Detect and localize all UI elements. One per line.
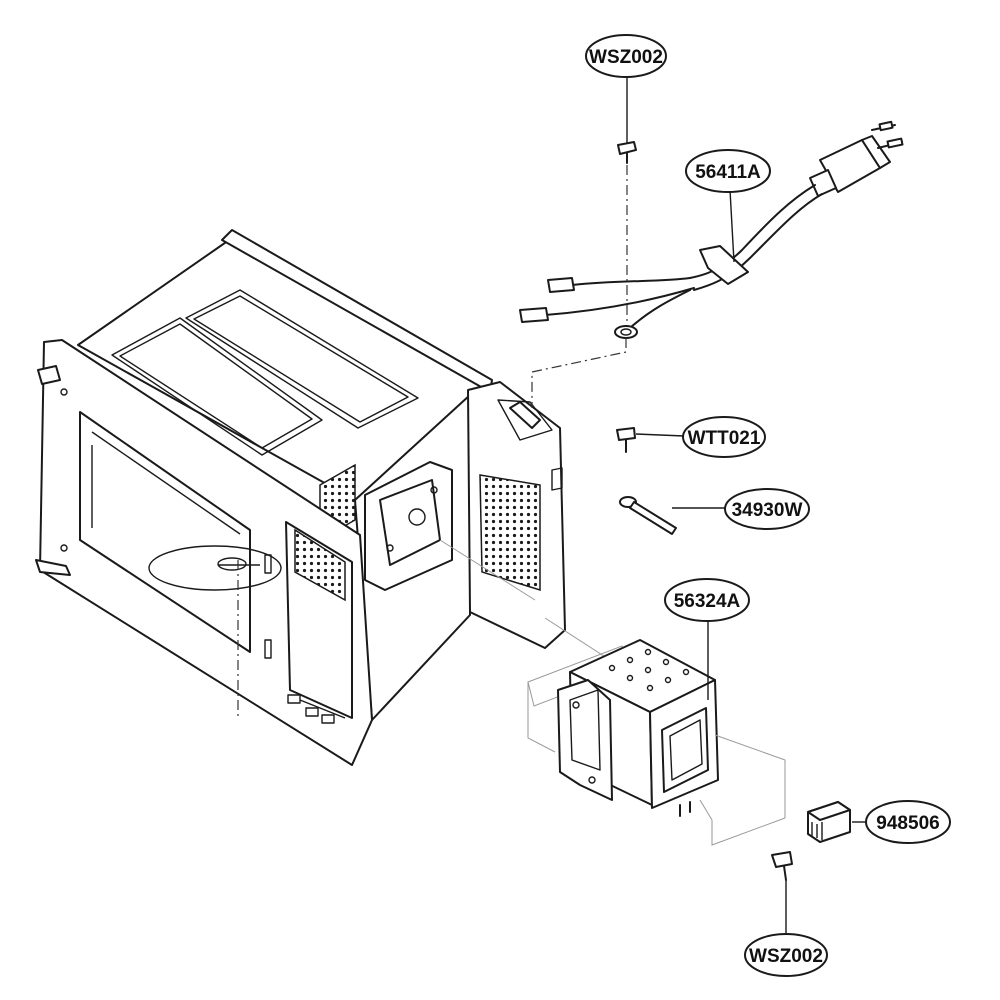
callout-34930w: 34930W <box>724 488 810 530</box>
ground-lead <box>619 496 677 535</box>
callout-948506: 948506 <box>865 800 951 844</box>
callout-wtt021: WTT021 <box>682 416 766 458</box>
power-cord <box>519 120 904 339</box>
screw-mid <box>616 427 636 453</box>
callout-wsz002-bottom: WSZ002 <box>744 933 828 977</box>
leader-lines <box>626 77 868 935</box>
callout-label: 56324A <box>674 591 741 612</box>
screw-top <box>617 141 637 325</box>
callout-label: WSZ002 <box>589 47 663 68</box>
callout-label: 34930W <box>732 500 803 521</box>
callout-wsz002-top: WSZ002 <box>585 34 667 78</box>
oven-cavity <box>35 229 566 766</box>
callout-label: 56411A <box>695 162 761 183</box>
magnetron <box>439 539 786 846</box>
screw-bottom <box>771 851 793 881</box>
gasket <box>807 801 851 843</box>
callout-label: WSZ002 <box>749 946 823 967</box>
callout-56411a: 56411A <box>685 149 771 193</box>
callout-56324a: 56324A <box>664 578 750 622</box>
callout-label: WTT021 <box>688 428 761 449</box>
callout-label: 948506 <box>876 813 939 834</box>
